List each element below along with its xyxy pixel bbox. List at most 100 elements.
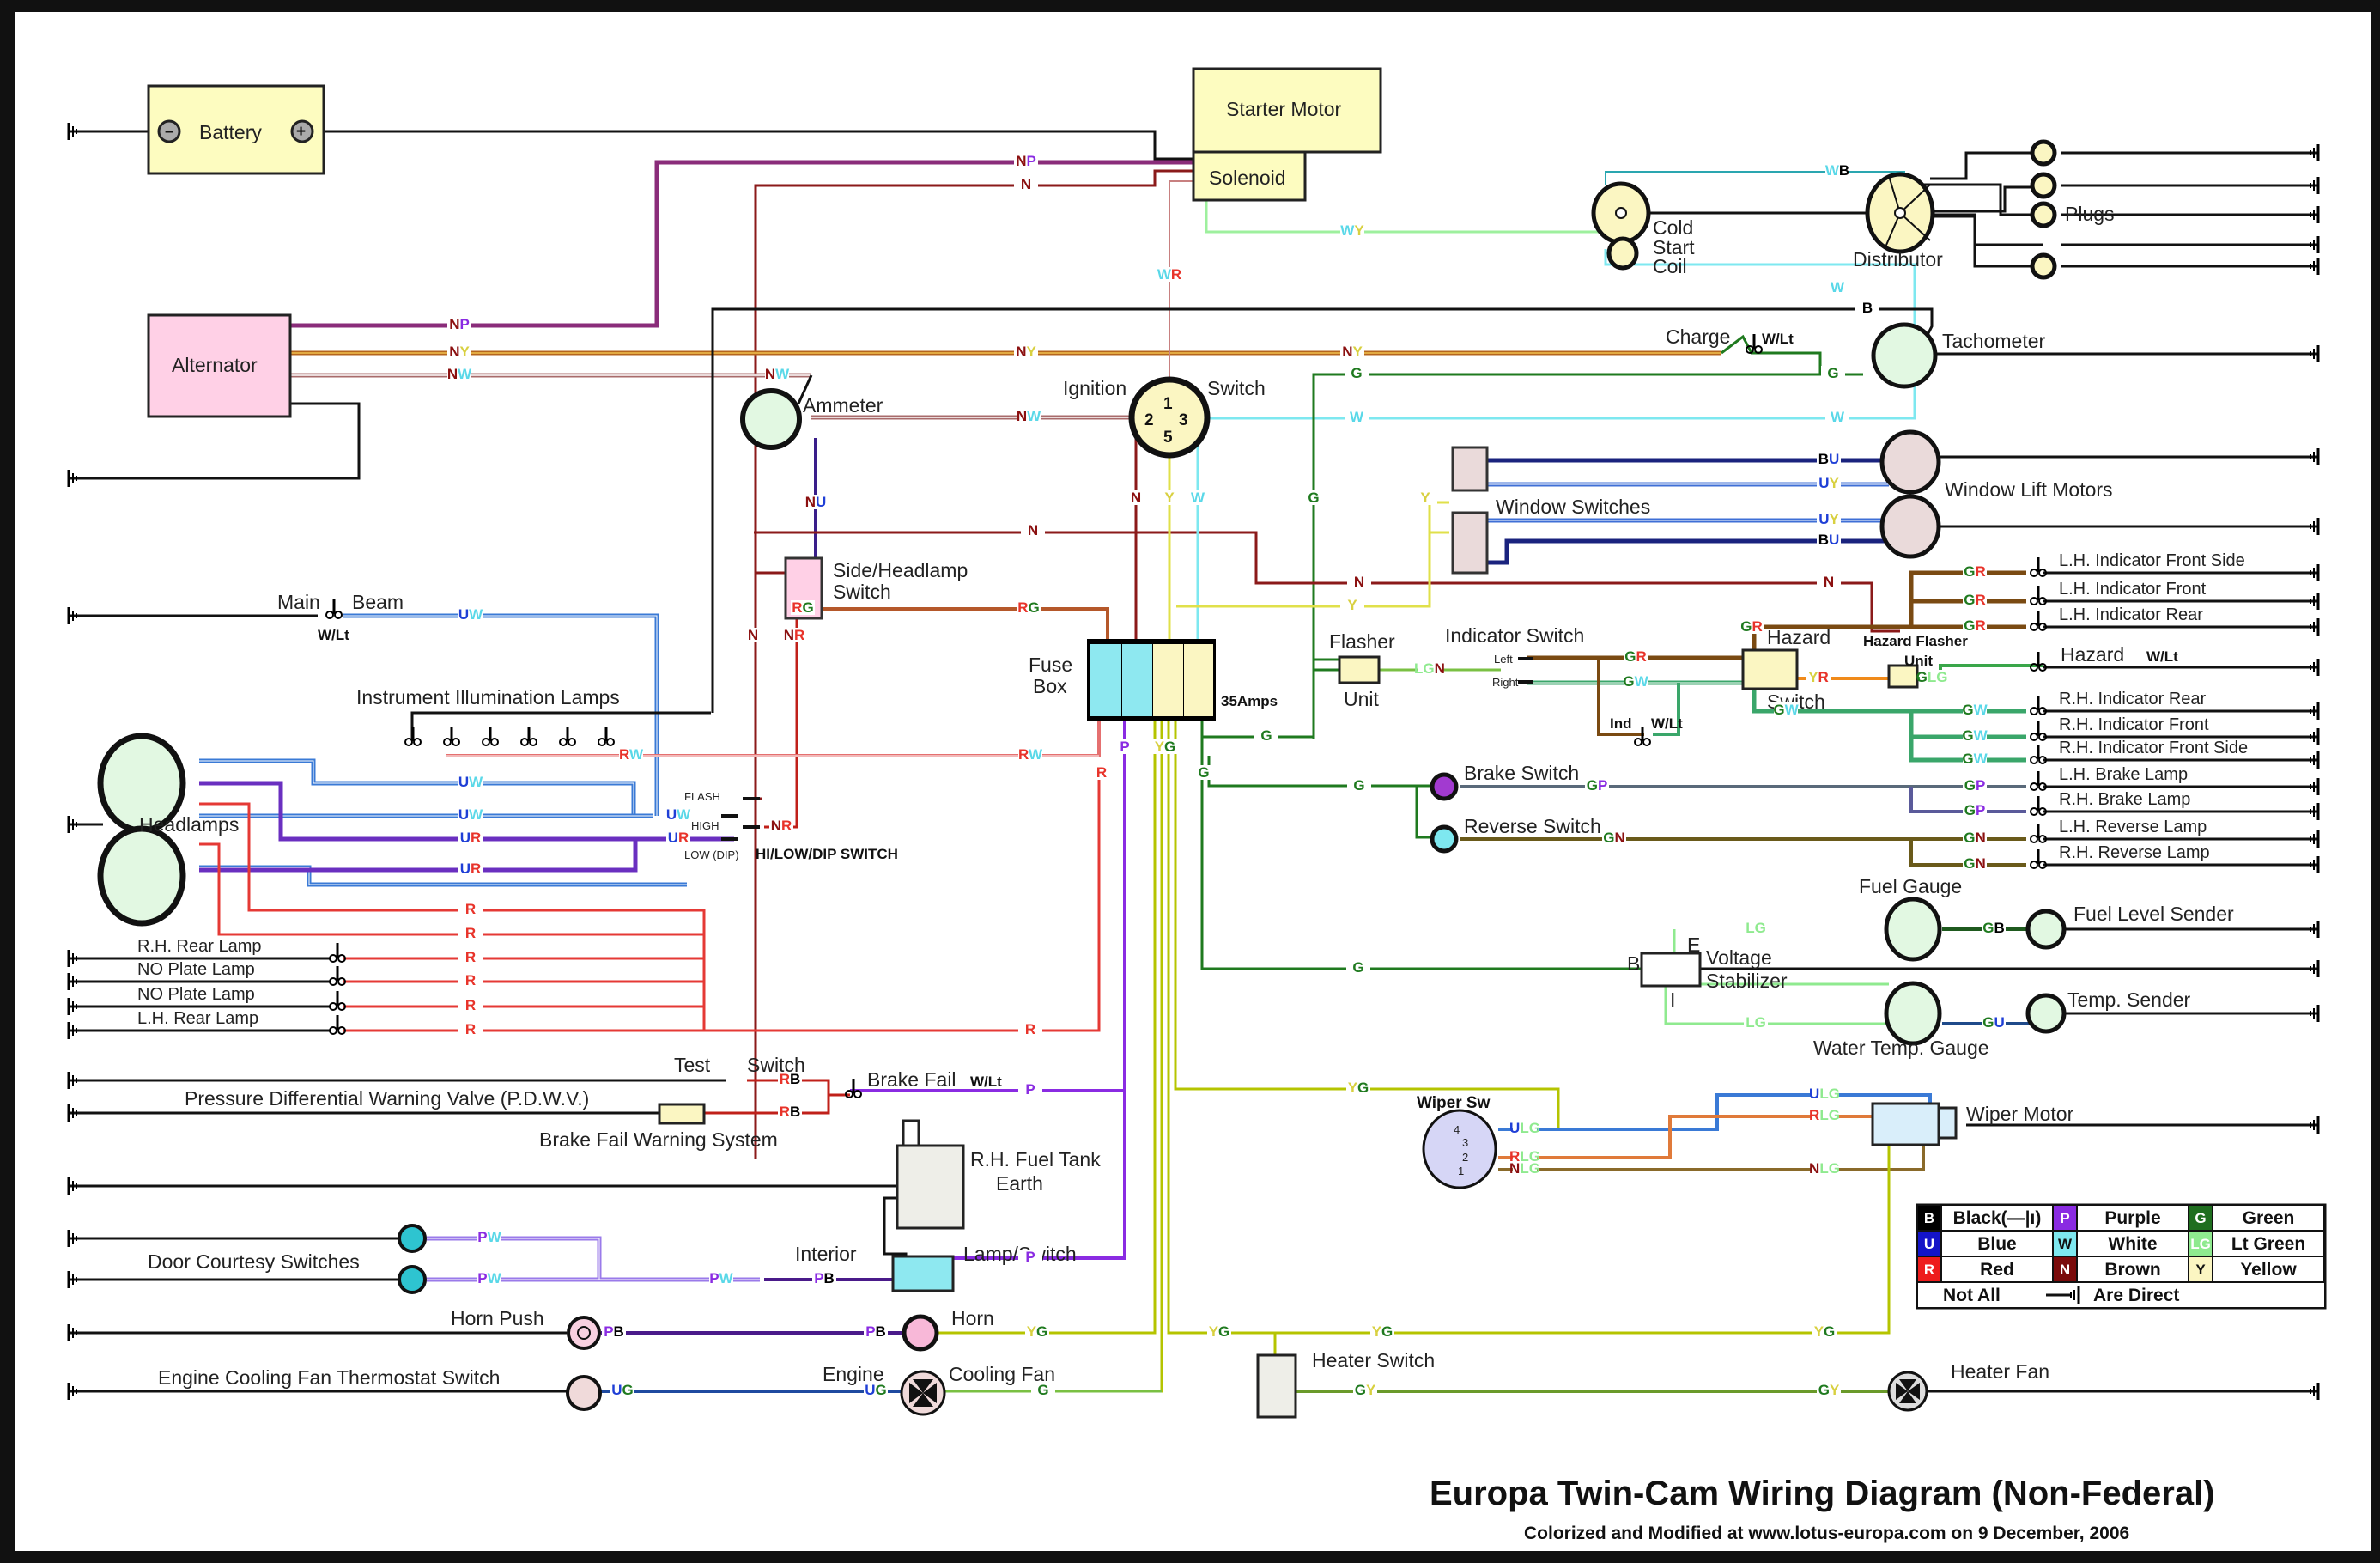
diagram-subtitle: Colorized and Modified at www.lotus-euro… (1524, 1523, 2129, 1543)
spark-plugs[interactable] (2030, 139, 2057, 280)
cold-start-coil[interactable]: Cold Start Coil (1591, 181, 1695, 277)
spark-plug-icon[interactable] (2030, 172, 2057, 199)
wire-code-label: YG (1348, 1080, 1369, 1096)
distributor[interactable]: Distributor (1853, 172, 1943, 271)
water-temp-gauge[interactable]: Water Temp. Gauge (1813, 981, 1989, 1059)
wire-code-label: G (1198, 764, 1209, 781)
spark-plug-icon[interactable] (2030, 139, 2057, 167)
wire-code-bg (1157, 490, 1181, 505)
wire-code-bg (458, 1022, 483, 1037)
wire-code-bg (864, 1383, 888, 1397)
instrument-lamp-icon (558, 725, 577, 747)
lamp-label: L.H. Brake Lamp (2059, 765, 2188, 784)
wire-code-bg (1817, 452, 1841, 466)
wire-code-bg (1513, 1149, 1537, 1164)
legend-footer-right: Are Direct (2093, 1286, 2179, 1305)
heater-fan[interactable]: Heater Fan (1887, 1360, 2049, 1412)
horn[interactable]: Horn (902, 1307, 994, 1352)
ind-wlt-label: W/Lt (1651, 715, 1683, 732)
window-switches-label: Window Switches (1496, 496, 1650, 518)
ignition-pin-5: 5 (1163, 429, 1173, 447)
battery[interactable]: – + Battery (147, 84, 325, 175)
wire-code-label: RLG (1509, 1148, 1540, 1165)
wire-code-bg (1817, 512, 1841, 526)
legend-color-name: Yellow (2240, 1260, 2297, 1280)
heater-switch[interactable]: Heater Switch (1256, 1349, 1435, 1419)
spark-plug-icon[interactable] (2030, 201, 2057, 228)
wire-code-bg (458, 926, 483, 940)
horn-push[interactable]: Horn Push (451, 1307, 601, 1350)
window-lift-motors[interactable]: Window Lift Motors (1879, 429, 2113, 559)
legend-code: R (1924, 1262, 1934, 1278)
distributor-label: Distributor (1853, 248, 1943, 271)
starter-motor[interactable]: Starter Motor (1192, 67, 1382, 154)
alternator[interactable]: Alternator (147, 313, 292, 418)
lamp-label: R.H. Indicator Front Side (2059, 739, 2248, 757)
fuse-box[interactable]: Fuse Box 35Amps (1029, 639, 1278, 721)
fan-thermostat-switch[interactable]: Engine Cooling Fan Thermostat Switch (158, 1366, 602, 1411)
lamp-label: R.H. Indicator Rear (2059, 690, 2207, 709)
ignition-switch[interactable]: 1 2 3 5 Ignition Switch (1063, 376, 1266, 459)
solenoid[interactable]: Solenoid (1192, 150, 1307, 202)
wire-code-bg (458, 902, 483, 916)
fuel-tank-label-2: Earth (996, 1172, 1043, 1195)
instrument-illumination-lamps[interactable] (404, 725, 616, 747)
interior-label: Interior (795, 1243, 857, 1265)
vs-pin-i: I (1670, 988, 1675, 1011)
voltage-stabilizer[interactable]: B E I Voltage Stabilizer (1627, 934, 1788, 1011)
wire-code-label: NW (447, 366, 472, 382)
wire-code-label: ULG (1809, 1086, 1840, 1102)
brake-switch[interactable]: Brake Switch (1430, 762, 1579, 801)
wiper-switch[interactable]: Wiper Sw 4 3 2 1 (1417, 1094, 1497, 1189)
wire-code-bg (458, 950, 483, 964)
engine-cooling-fan[interactable]: Engine Cooling Fan (823, 1363, 1055, 1416)
wire-code-label: YR (1808, 669, 1829, 685)
wire-code-bg (1855, 301, 1879, 315)
wire-code-bg (812, 1271, 836, 1286)
ammeter[interactable]: Ammeter (740, 388, 883, 450)
indicator-right-label: Right (1492, 676, 1519, 689)
lamp-label: NO Plate Lamp (137, 985, 255, 1004)
wire-code-bg (1982, 921, 2006, 935)
legend-color-name: Green (2243, 1208, 2295, 1228)
spark-plug-icon[interactable] (2030, 252, 2057, 280)
legend-footer (1916, 1281, 2326, 1309)
tachometer[interactable]: Tachometer (1871, 322, 2046, 389)
pdwv-switch[interactable] (658, 1103, 706, 1125)
legend-code: P (2060, 1210, 2069, 1226)
instrument-lamp-icon (519, 725, 538, 747)
wire-code-label: NP (1016, 153, 1036, 169)
unit-label: Unit (1344, 688, 1380, 710)
flasher-unit[interactable]: Flasher Unit (1329, 630, 1395, 710)
indicator-switch[interactable]: Indicator Switch Left Right (1445, 624, 1584, 689)
wire-code-bg (1124, 490, 1148, 505)
hi-low-dip-switch-label: HI/LOW/DIP SWITCH (756, 846, 898, 862)
wire-code-label: YG (1155, 739, 1176, 755)
rear-lamp-icon (328, 989, 347, 1012)
reverse-switch[interactable]: Reverse Switch (1430, 815, 1601, 854)
wiper-motor[interactable]: Wiper Motor (1871, 1102, 2074, 1146)
door-courtesy-switches[interactable]: Door Courtesy Switches (148, 1224, 427, 1294)
fuel-level-sender[interactable]: Fuel Level Sender (2025, 903, 2234, 950)
wire-code-bg (1744, 921, 1768, 935)
wire-code-label: PW (477, 1229, 501, 1245)
legend-swatch (2188, 1256, 2213, 1283)
window-switches[interactable]: Window Switches (1451, 446, 1650, 575)
headlamps[interactable]: Headlamps (97, 733, 239, 927)
wire-code-bg (1018, 1022, 1042, 1037)
battery-positive-terminal (290, 119, 314, 143)
legend-color-name: Blue (1977, 1234, 2017, 1254)
wire-code-bg (458, 861, 483, 876)
wire-code-bg (1347, 778, 1371, 793)
wire-code-label: G (1260, 727, 1272, 744)
fuel-gauge[interactable]: Fuel Gauge (1859, 875, 1962, 962)
hi-low-dip-switch[interactable]: FLASH HIGH LOW (DIP) HI/LOW/DIP SWITCH (684, 790, 898, 862)
wire-code-bg (1418, 661, 1442, 676)
temp-sender[interactable]: Temp. Sender (2025, 988, 2191, 1034)
hazard-flasher-unit[interactable]: Hazard Flasher Unit (1863, 633, 1968, 689)
wire-code-label: WB (1825, 162, 1849, 179)
legend-swatch (1916, 1256, 1942, 1283)
hazard-wlt-tag: W/Lt (2146, 648, 2178, 665)
